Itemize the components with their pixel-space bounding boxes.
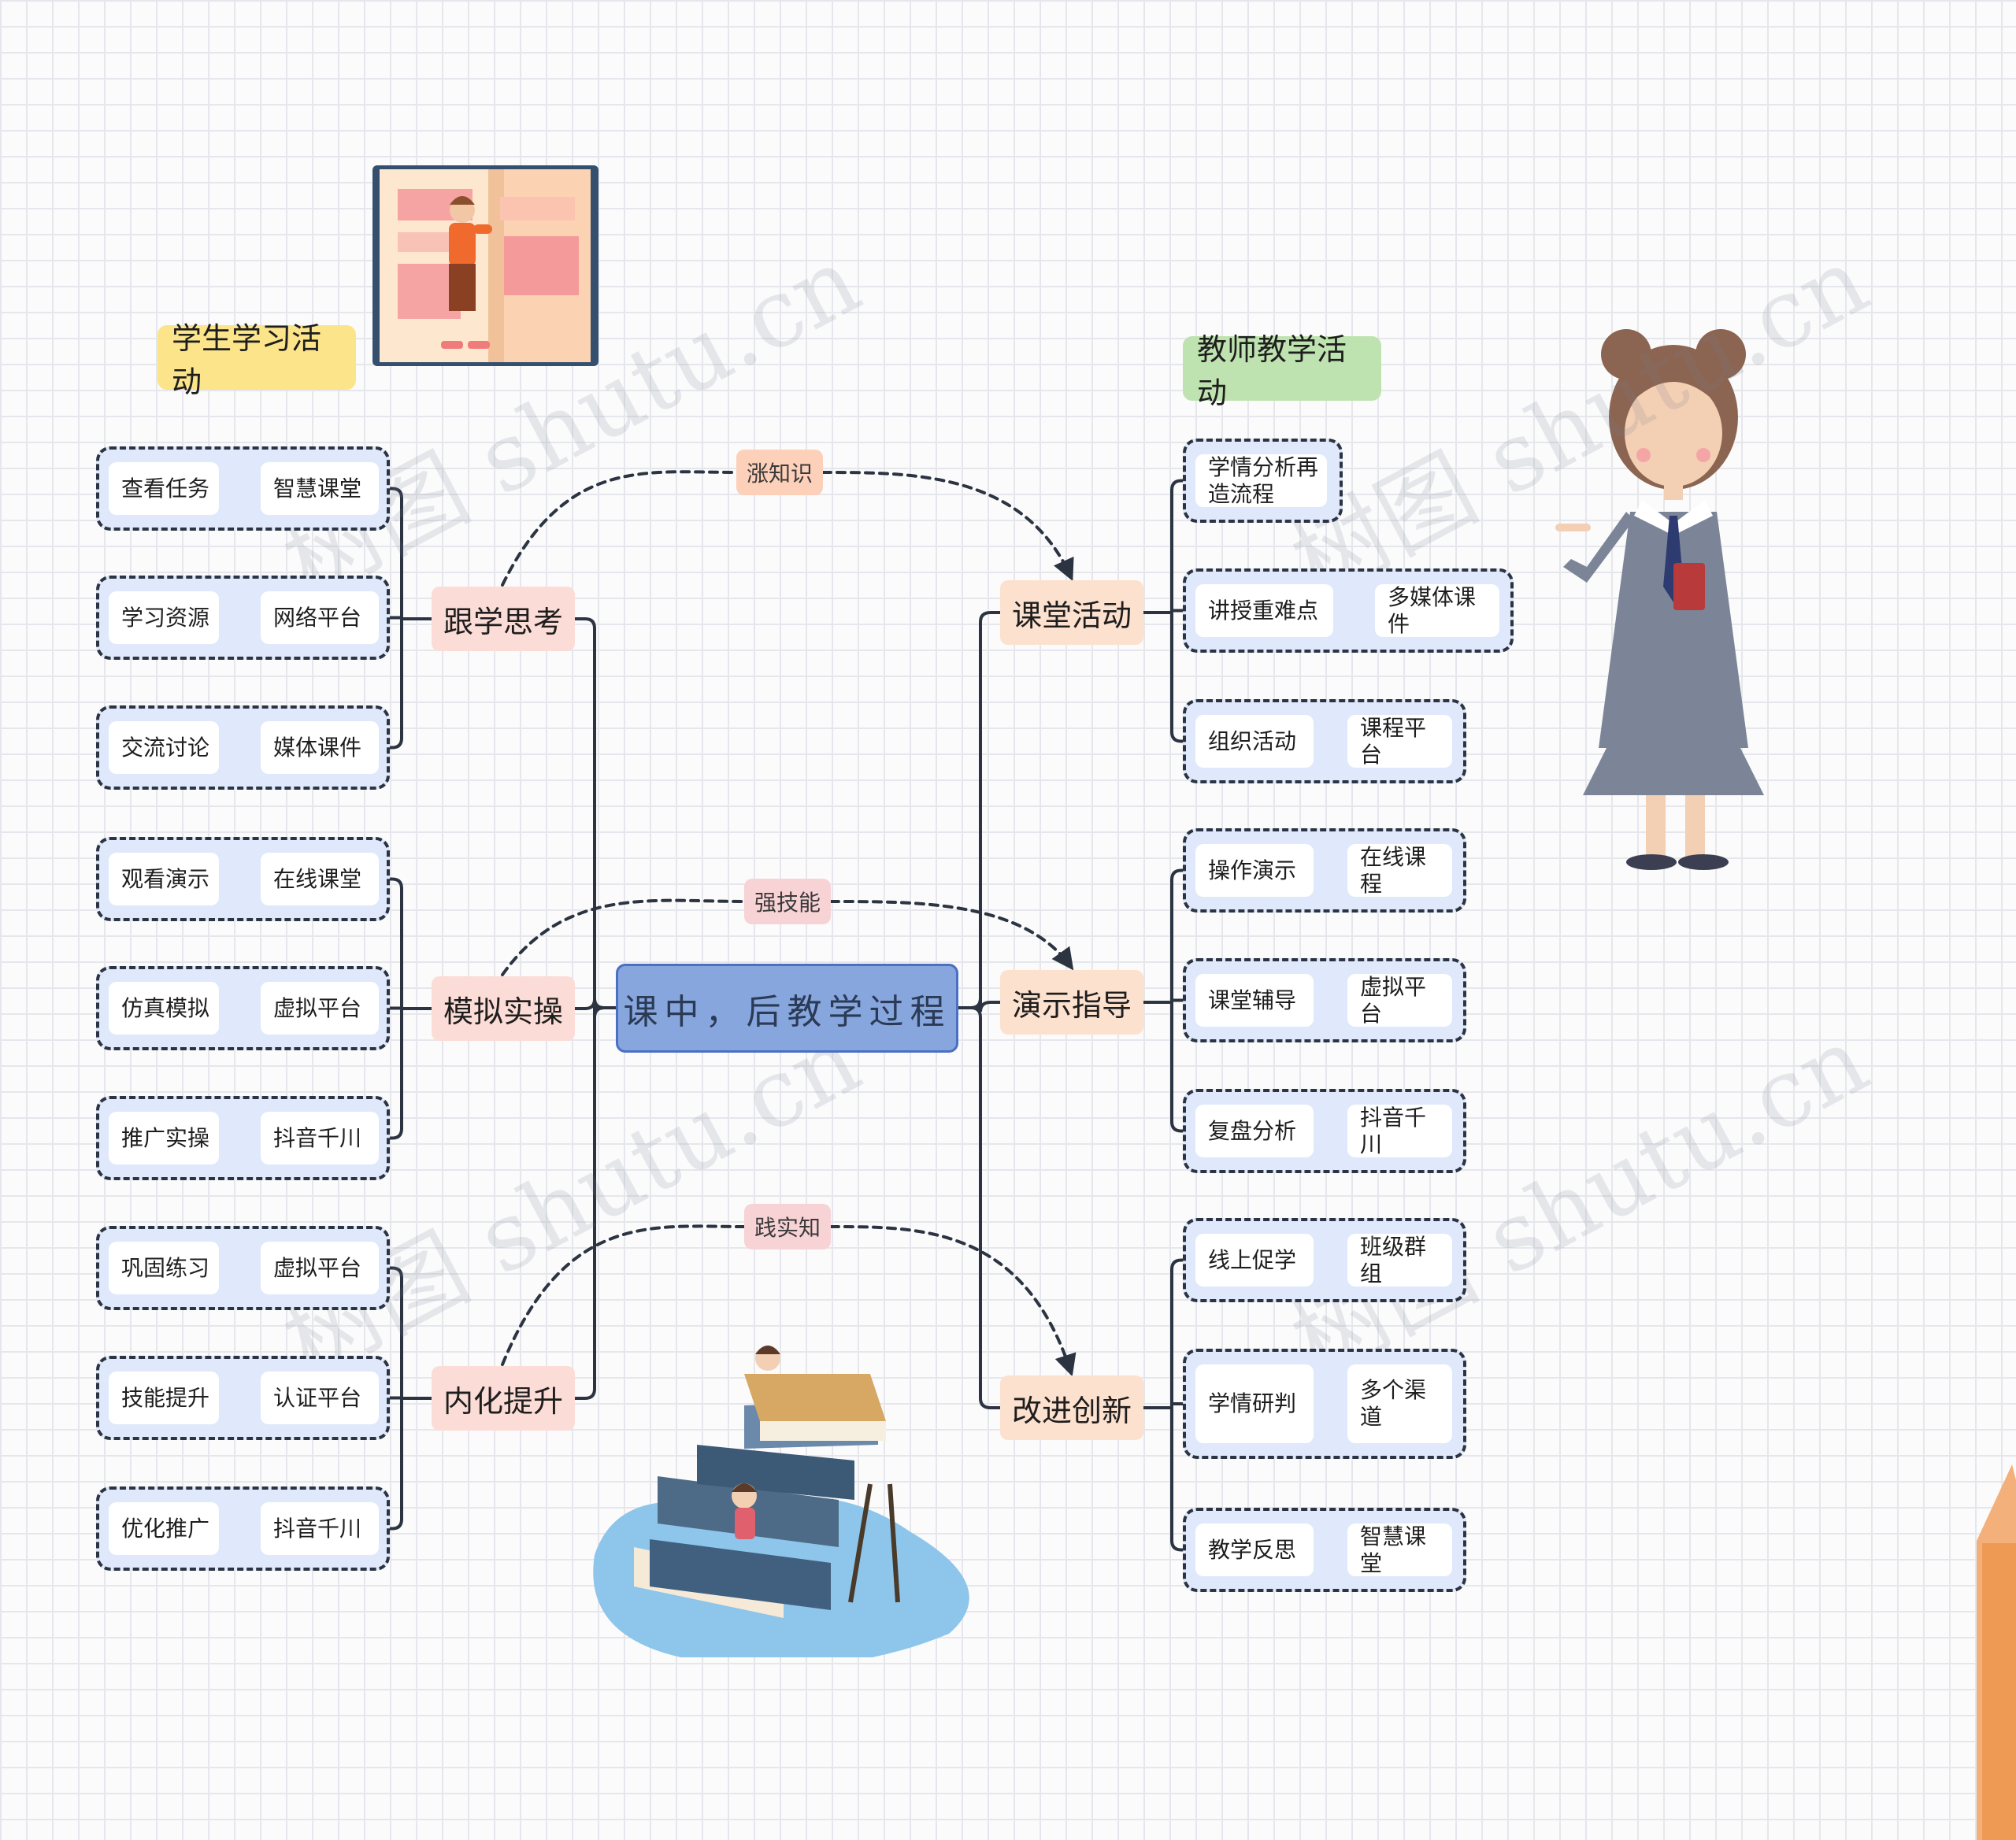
sub-topic-activity[interactable]: 操作演示	[1195, 844, 1314, 897]
sub-topic-group: 课堂辅导虚拟平台	[1183, 958, 1466, 1042]
sub-topic-group: 学习资源网络平台	[96, 576, 390, 660]
sub-topic-activity[interactable]: 复盘分析	[1195, 1105, 1314, 1157]
sub-topic-platform[interactable]: 虚拟平台	[261, 982, 379, 1035]
sub-topic-activity[interactable]: 交流讨论	[109, 721, 219, 774]
sub-topic-activity[interactable]: 学情分析再造流程	[1195, 454, 1327, 507]
bracket-connector	[1170, 730, 1184, 743]
relationship-label[interactable]: 涨知识	[736, 450, 823, 495]
sub-topic-activity[interactable]: 教学反思	[1195, 1523, 1314, 1576]
bracket-connector	[379, 877, 403, 890]
sub-topic-group: 交流讨论媒体课件	[96, 705, 390, 790]
trunk-connector	[969, 611, 1002, 1009]
relationship-link	[501, 898, 1071, 975]
main-branch-right[interactable]: 课堂活动	[1000, 580, 1143, 645]
sub-topic-activity[interactable]: 观看演示	[109, 853, 219, 905]
sub-topic-group: 教学反思智慧课堂	[1183, 1508, 1466, 1592]
sub-topic-group: 复盘分析抖音千川	[1183, 1089, 1466, 1173]
sub-topic-activity[interactable]: 线上促学	[1195, 1234, 1314, 1287]
book-stack-illustration	[593, 1346, 969, 1657]
sub-topic-group: 查看任务智慧课堂	[96, 446, 390, 531]
sub-topic-platform[interactable]: 抖音千川	[261, 1502, 379, 1555]
bracket-connector	[379, 487, 403, 500]
sub-topic-group: 操作演示在线课程	[1183, 828, 1466, 913]
bracket-connector	[1170, 1120, 1184, 1133]
bracket-connector	[1170, 479, 1184, 492]
bracket-connector	[1170, 1258, 1184, 1272]
sub-topic-platform[interactable]: 网络平台	[261, 591, 379, 644]
trunk-connector	[969, 1006, 1002, 1409]
relationship-link	[501, 1224, 1071, 1372]
bracket-connector	[379, 736, 403, 750]
sub-topic-activity[interactable]: 组织活动	[1195, 715, 1314, 768]
student-activities-tag: 学生学习活动	[158, 321, 356, 399]
sub-topic-platform[interactable]: 在线课程	[1347, 844, 1452, 897]
bracket-connector	[379, 1127, 403, 1140]
sub-topic-activity[interactable]: 讲授重难点	[1195, 584, 1333, 637]
sub-topic-activity[interactable]: 仿真模拟	[109, 982, 219, 1035]
sub-topic-group: 推广实操抖音千川	[96, 1096, 390, 1180]
bracket-connector	[379, 1517, 403, 1531]
sub-topic-group: 讲授重难点多媒体课件	[1183, 568, 1514, 653]
bracket-connector	[1170, 1538, 1184, 1552]
teacher-illustration	[1555, 329, 1764, 870]
main-branch-right[interactable]: 演示指导	[1000, 970, 1143, 1035]
sub-topic-group: 学情研判多个渠道	[1183, 1349, 1466, 1459]
main-branch-left[interactable]: 内化提升	[432, 1366, 575, 1431]
teacher-activities-tag: 教师教学活动	[1183, 332, 1381, 410]
sub-topic-activity[interactable]: 推广实操	[109, 1112, 219, 1164]
sub-topic-activity[interactable]: 巩固练习	[109, 1242, 219, 1294]
relationship-link	[501, 470, 1071, 585]
sub-topic-activity[interactable]: 优化推广	[109, 1502, 219, 1555]
bracket-connector	[379, 1266, 403, 1279]
sub-topic-platform[interactable]: 智慧课堂	[1347, 1523, 1452, 1576]
relationship-label[interactable]: 强技能	[744, 879, 831, 924]
sub-topic-platform[interactable]: 在线课堂	[261, 853, 379, 905]
sub-topic-platform[interactable]: 媒体课件	[261, 721, 379, 774]
book-reader-illustration	[372, 165, 598, 366]
sub-topic-activity[interactable]: 学习资源	[109, 591, 219, 644]
sub-topic-activity[interactable]: 查看任务	[109, 462, 219, 515]
sub-topic-platform[interactable]: 班级群组	[1347, 1234, 1452, 1287]
main-branch-left[interactable]: 模拟实操	[432, 976, 575, 1041]
sub-topic-platform[interactable]: 多个渠道	[1347, 1364, 1452, 1443]
sub-topic-platform[interactable]: 智慧课堂	[261, 462, 379, 515]
sub-topic-group: 组织活动课程平台	[1183, 699, 1466, 783]
center-topic[interactable]: 课中，后教学过程	[616, 964, 958, 1053]
main-branch-left[interactable]: 跟学思考	[432, 587, 575, 651]
sub-topic-platform[interactable]: 虚拟平台	[1347, 974, 1452, 1027]
sub-topic-group: 仿真模拟虚拟平台	[96, 966, 390, 1050]
main-branch-right[interactable]: 改进创新	[1000, 1375, 1143, 1440]
sub-topic-platform[interactable]: 虚拟平台	[261, 1242, 379, 1294]
sub-topic-group: 学情分析再造流程	[1183, 439, 1343, 523]
sub-topic-activity[interactable]: 技能提升	[109, 1372, 219, 1424]
sub-topic-group: 线上促学班级群组	[1183, 1218, 1466, 1302]
sub-topic-activity[interactable]: 课堂辅导	[1195, 974, 1314, 1027]
sub-topic-platform[interactable]: 抖音千川	[1347, 1105, 1452, 1157]
sub-topic-platform[interactable]: 抖音千川	[261, 1112, 379, 1164]
bracket-connector	[1170, 868, 1184, 882]
sub-topic-platform[interactable]: 认证平台	[261, 1372, 379, 1424]
sub-topic-activity[interactable]: 学情研判	[1195, 1364, 1314, 1443]
sub-topic-group: 优化推广抖音千川	[96, 1486, 390, 1571]
sub-topic-group: 巩固练习虚拟平台	[96, 1226, 390, 1310]
sub-topic-group: 技能提升认证平台	[96, 1356, 390, 1440]
sub-topic-platform[interactable]: 课程平台	[1347, 715, 1452, 768]
sub-topic-group: 观看演示在线课堂	[96, 837, 390, 921]
trunk-connector	[573, 1006, 606, 1400]
relationship-label[interactable]: 践实知	[744, 1204, 831, 1249]
trunk-connector	[573, 617, 606, 1009]
pencil-illustration	[1977, 1464, 2016, 1840]
sub-topic-platform[interactable]: 多媒体课件	[1375, 584, 1499, 637]
